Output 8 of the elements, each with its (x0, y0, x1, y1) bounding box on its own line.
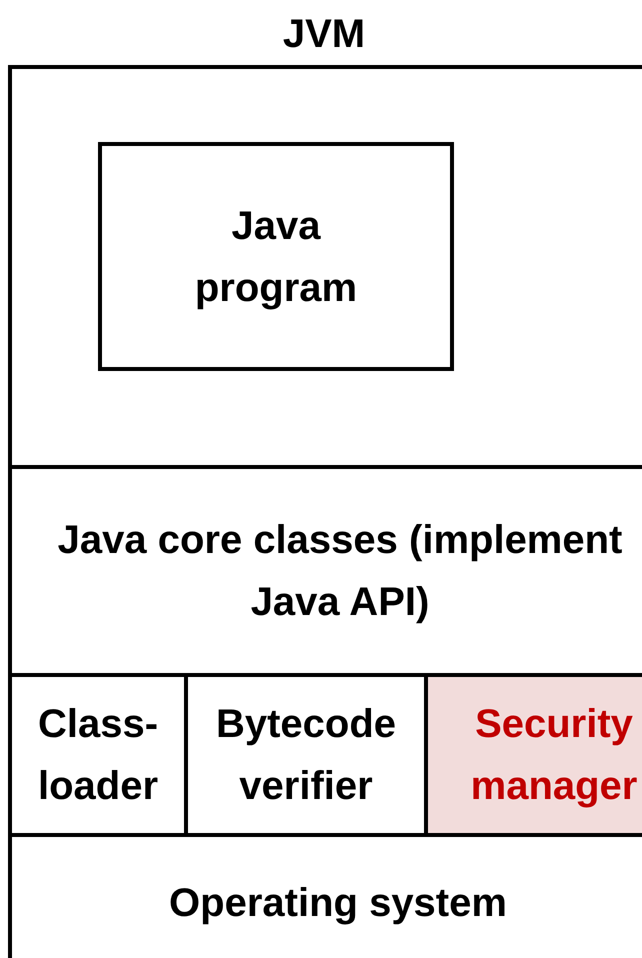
box-label: Java core classes (implement Java API) (56, 517, 624, 626)
box-label: Class-loader (36, 701, 160, 810)
box-label: Bytecode verifier (214, 701, 398, 810)
box-label: Java program (194, 202, 358, 312)
box-label: Security manager (470, 701, 638, 810)
box-heading: JVM (282, 11, 366, 58)
box-label: Operating system (168, 880, 508, 927)
program-box (98, 142, 454, 371)
